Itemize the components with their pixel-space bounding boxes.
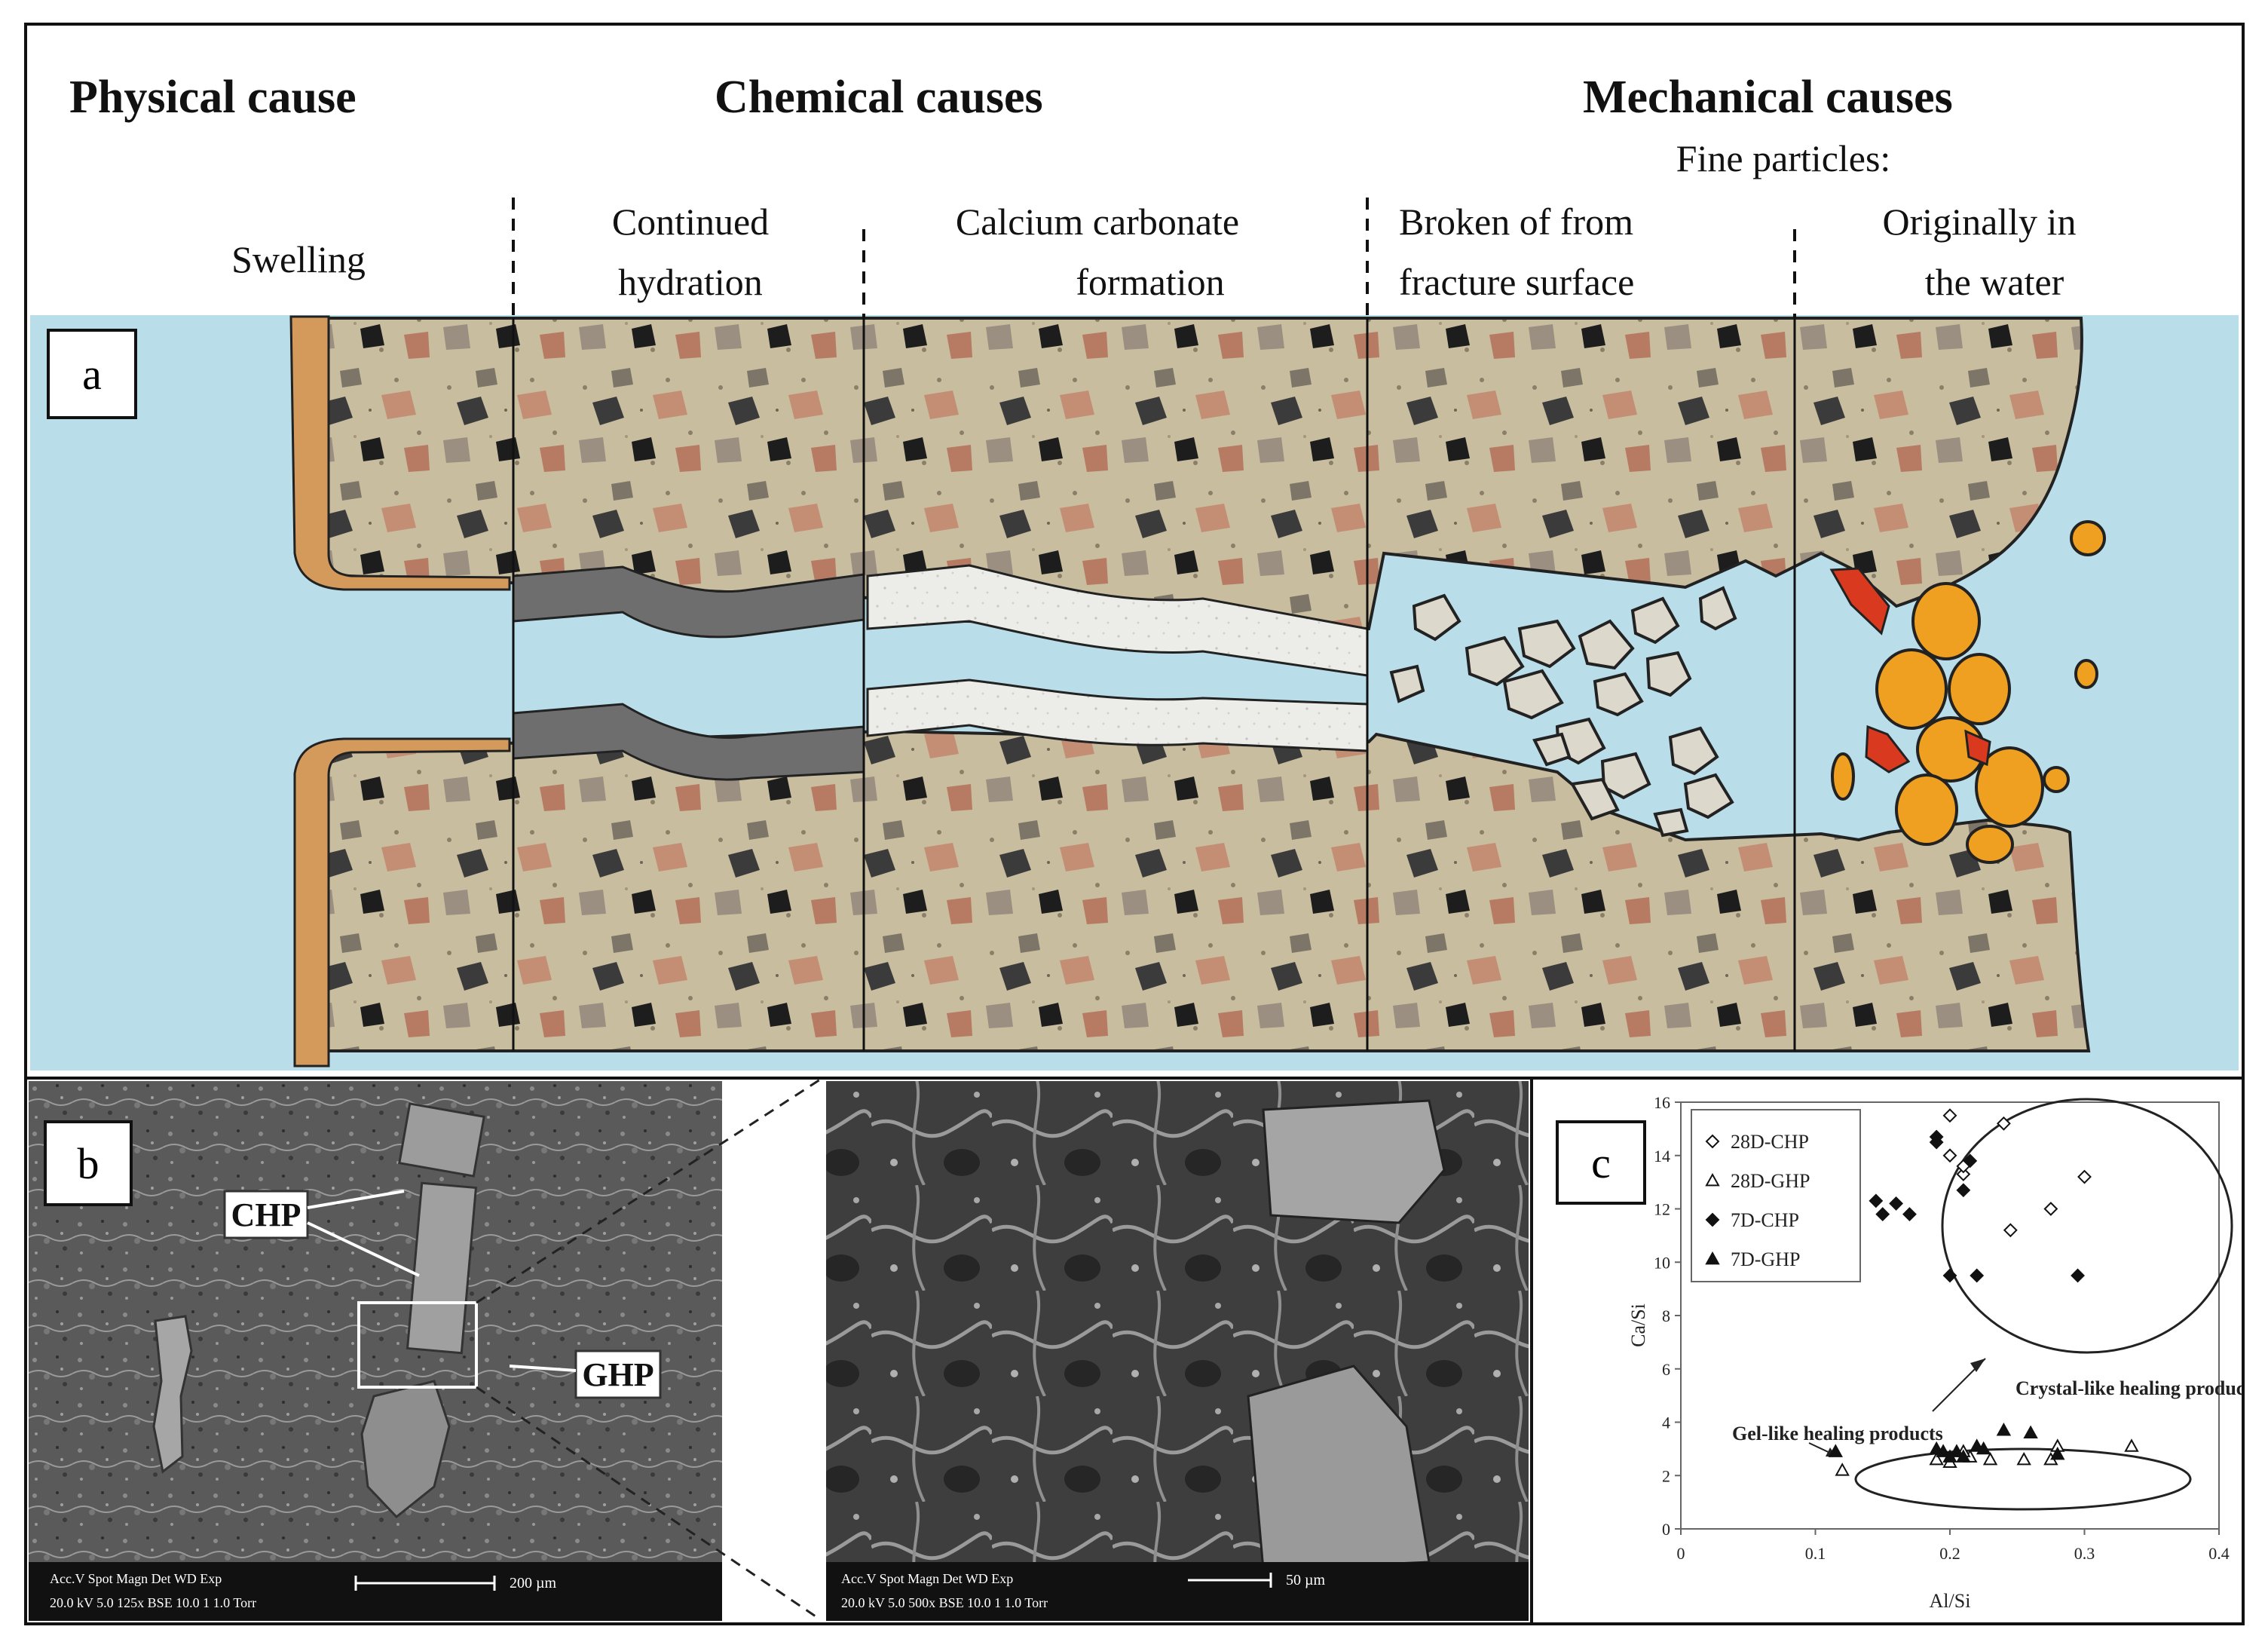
data-point	[2045, 1203, 2057, 1215]
x-tick-label: 0.1	[1805, 1544, 1826, 1563]
y-tick-label: 0	[1662, 1520, 1670, 1539]
y-tick-label: 14	[1654, 1147, 1670, 1166]
legend-label: 28D-GHP	[1731, 1170, 1810, 1192]
data-point	[1944, 1150, 1956, 1162]
y-tick-label: 4	[1662, 1414, 1670, 1432]
info-right-2: 20.0 kV 5.0 500x BSE 10.0 1 1.0 Torr	[841, 1595, 1048, 1610]
scale-right: 50 µm	[1286, 1572, 1326, 1588]
ghp-label: GHP	[582, 1356, 653, 1393]
x-tick-label: 0.3	[2074, 1544, 2095, 1563]
x-tick-label: 0.4	[2208, 1544, 2230, 1563]
data-point	[1944, 1270, 1956, 1282]
data-point	[2126, 1440, 2138, 1450]
y-tick-label: 6	[1662, 1360, 1670, 1379]
annotation-crystal: Crystal-like healing products	[2015, 1377, 2242, 1399]
y-tick-label: 8	[1662, 1306, 1670, 1325]
annotation-gel: Gel-like healing products	[1732, 1423, 1943, 1444]
data-point	[2004, 1224, 2016, 1236]
crack-healing-illustration	[27, 26, 2242, 1077]
x-axis-label: Al/Si	[1930, 1590, 1971, 1612]
data-point	[1957, 1184, 1970, 1196]
data-point	[2079, 1171, 2091, 1183]
y-axis-label: Ca/Si	[1627, 1303, 1649, 1347]
data-point	[1903, 1208, 1915, 1221]
x-tick-label: 0.2	[1939, 1544, 1960, 1563]
data-point	[1890, 1197, 1902, 1209]
data-point	[1836, 1464, 1848, 1475]
data-point	[2018, 1453, 2030, 1464]
data-point	[2025, 1427, 2037, 1438]
data-point	[1997, 1424, 2009, 1435]
y-tick-label: 16	[1654, 1093, 1670, 1112]
sem-micrographs: Acc.V Spot Magn Det WD Exp 20.0 kV 5.0 1…	[27, 1080, 1532, 1622]
panel-c-tag: c	[1556, 1120, 1646, 1205]
x-tick-label: 0	[1677, 1544, 1685, 1563]
panel-b-tag: b	[44, 1120, 133, 1206]
data-point	[1877, 1208, 1889, 1221]
scale-left: 200 µm	[510, 1575, 557, 1591]
y-tick-label: 2	[1662, 1466, 1670, 1485]
data-point	[1870, 1195, 1882, 1207]
legend-label: 7D-GHP	[1731, 1248, 1800, 1270]
crystal-cluster-ellipse	[1942, 1099, 2232, 1352]
legend-label: 7D-CHP	[1731, 1209, 1799, 1231]
data-point	[1971, 1270, 1983, 1282]
panel-a-tag: a	[47, 329, 137, 419]
data-point	[1985, 1453, 1997, 1464]
panel-a: Physical cause Chemical causes Mechanica…	[24, 23, 2245, 1080]
info-left-2: 20.0 kV 5.0 125x BSE 10.0 1 1.0 Torr	[50, 1595, 256, 1610]
panel-b: Acc.V Spot Magn Det WD Exp 20.0 kV 5.0 1…	[24, 1077, 1535, 1625]
legend-label: 28D-CHP	[1731, 1131, 1809, 1153]
y-tick-label: 12	[1654, 1200, 1670, 1219]
info-left-1: Acc.V Spot Magn Det WD Exp	[50, 1571, 222, 1586]
info-right-1: Acc.V Spot Magn Det WD Exp	[841, 1571, 1013, 1586]
data-point	[2072, 1270, 2084, 1282]
chp-label: CHP	[231, 1196, 301, 1233]
data-point	[1944, 1110, 1956, 1122]
y-tick-label: 10	[1654, 1253, 1670, 1272]
